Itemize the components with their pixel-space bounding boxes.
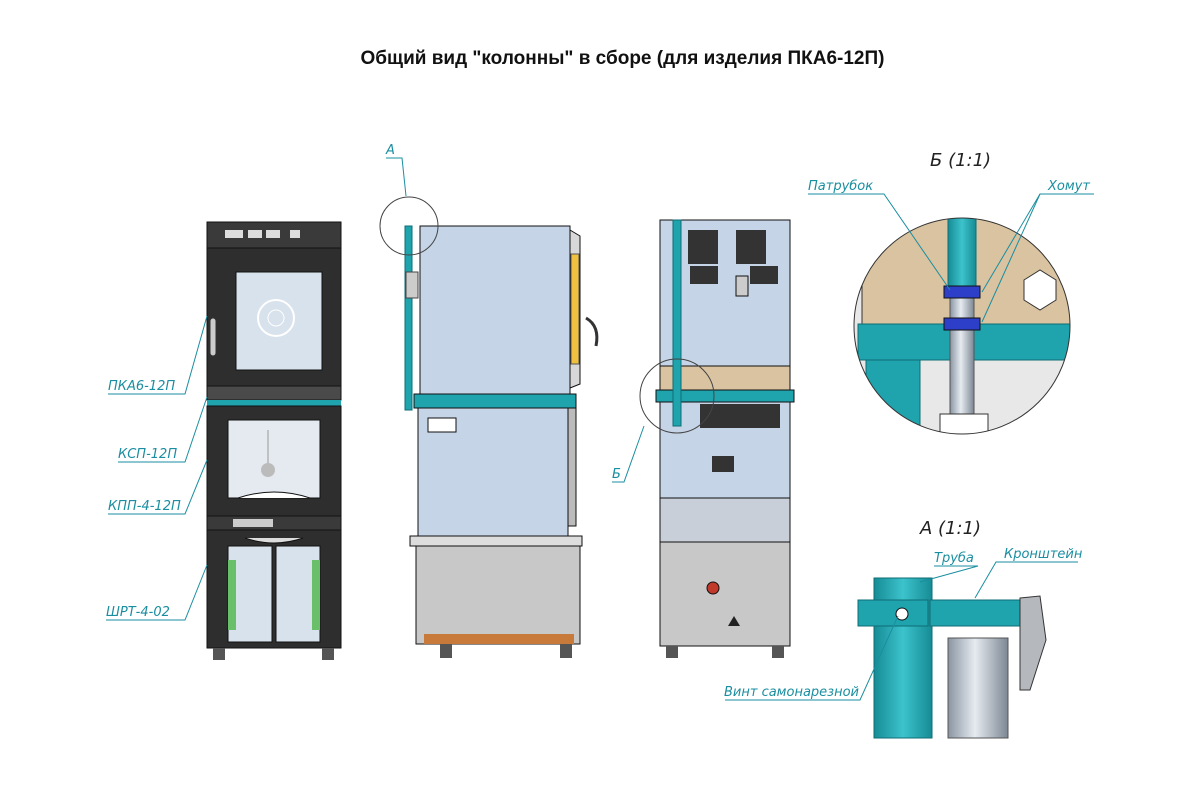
label-shrt: ШРТ-4-02 — [106, 605, 170, 620]
label-marker-b: Б — [612, 467, 621, 482]
side-ksp-strip — [413, 393, 577, 409]
marker-a-circle — [379, 196, 439, 256]
label-pka6: ПКА6-12П — [108, 379, 175, 394]
label-kpp: КПП-4-12П — [108, 499, 181, 514]
label-vint: Винт самонарезной — [724, 685, 859, 700]
front-shrt-body — [206, 529, 342, 649]
label-ksp: КСП-12П — [118, 447, 177, 462]
label-kronshtein: Кронштейн — [1004, 547, 1083, 562]
detail-a-leaders — [725, 561, 1078, 701]
detail-a-title: А (1:1) — [919, 518, 981, 539]
label-truba: Труба — [934, 551, 974, 566]
detail-b-title: Б (1:1) — [930, 150, 991, 171]
side-view — [404, 225, 599, 658]
detail-b-outline — [853, 217, 1071, 435]
front-pka6-window — [235, 271, 323, 371]
label-patrubok: Патрубок — [808, 179, 873, 194]
drawing-title: Общий вид "колонны" в сборе (для изделия… — [360, 48, 885, 69]
detail-b-view — [854, 218, 1070, 434]
detail-a-bracket — [929, 599, 1023, 627]
front-door-handle — [209, 317, 217, 357]
front-ksp-strip — [207, 400, 341, 406]
rear-view — [655, 219, 795, 658]
rear-shrt-body — [659, 541, 791, 647]
front-view — [206, 221, 342, 660]
marker-b-circle — [639, 358, 715, 434]
marker-a-leader — [386, 157, 407, 197]
front-leaders — [106, 315, 208, 621]
detail-a-view — [857, 577, 1047, 739]
label-marker-a: А — [385, 143, 395, 158]
label-khomut: Хомут — [1047, 179, 1090, 194]
side-shrt-body — [415, 545, 581, 645]
rear-upper-body — [659, 219, 791, 367]
clamp-bottom — [943, 317, 981, 331]
clamp-top — [943, 285, 981, 299]
side-pipe — [404, 225, 413, 411]
rear-pipe — [672, 219, 682, 427]
side-upper-body — [419, 225, 571, 395]
side-handle — [585, 316, 599, 347]
marker-b-leader — [612, 425, 645, 483]
detail-b-leaders — [808, 193, 1094, 323]
